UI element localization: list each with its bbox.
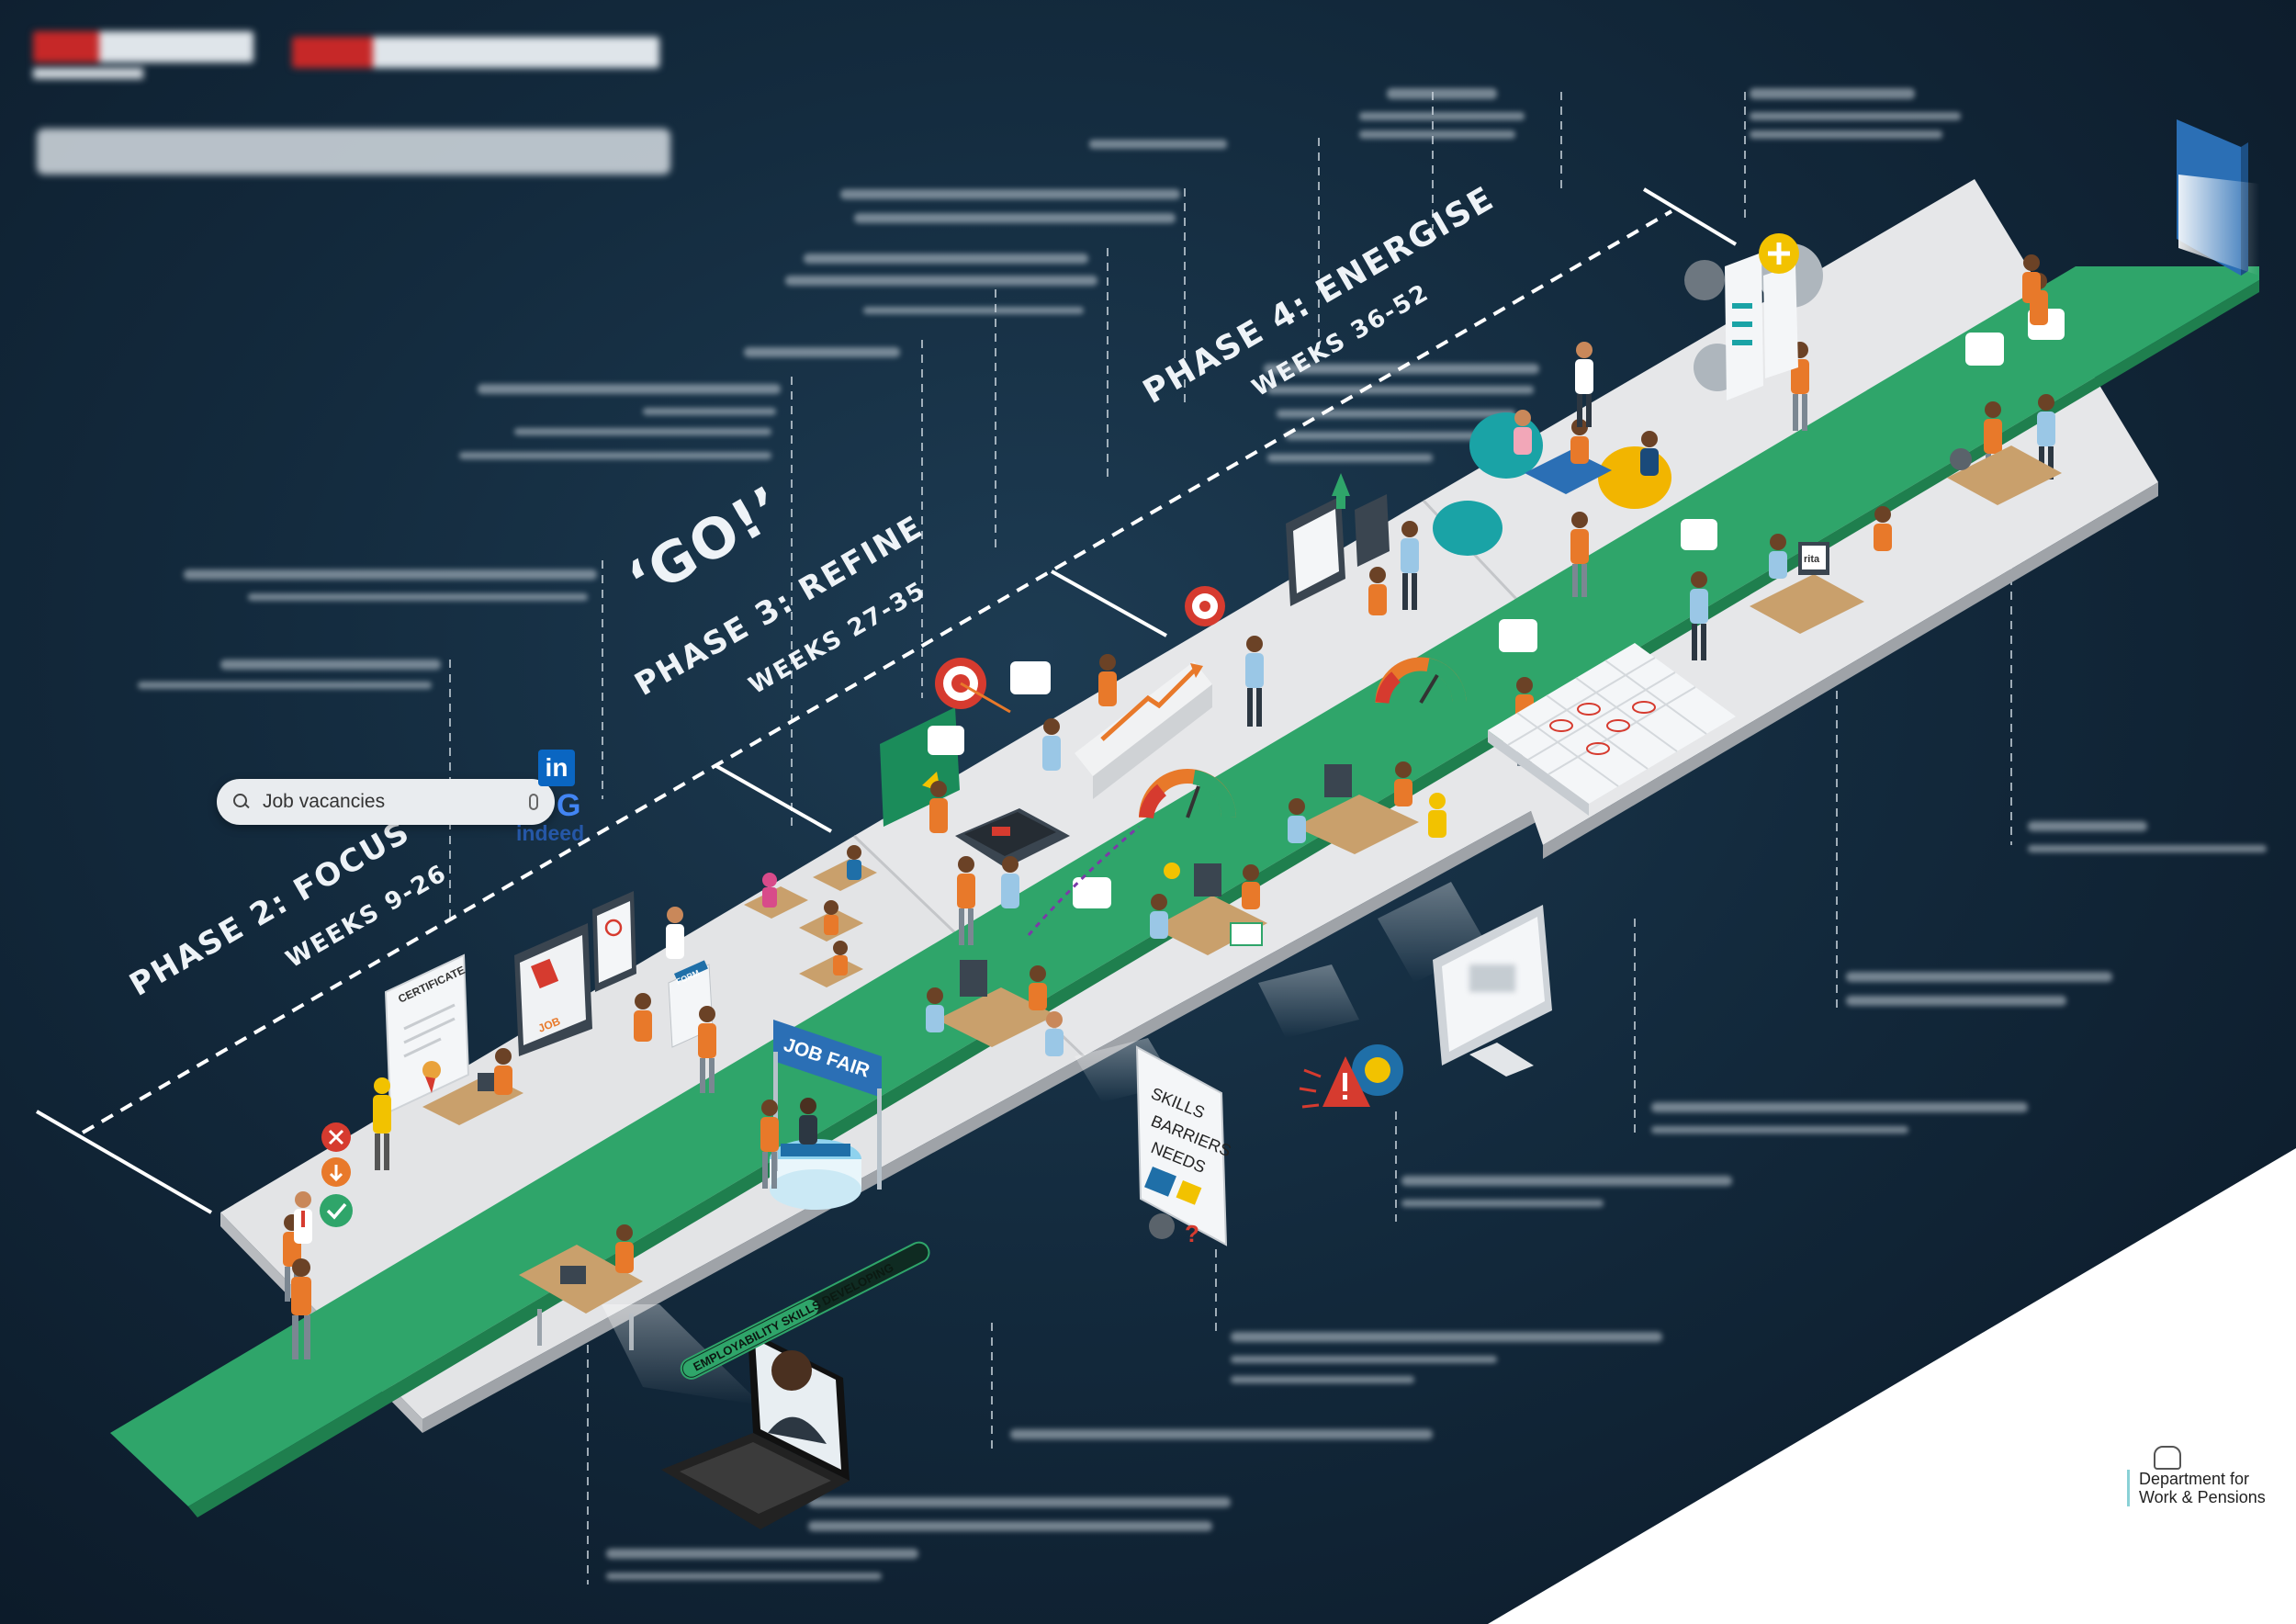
speech-bubble-icon bbox=[1965, 333, 2004, 366]
dwp-logo: Department for Work & Pensions bbox=[2127, 1446, 2277, 1506]
staircase bbox=[1075, 586, 1225, 799]
phase-timeline bbox=[35, 187, 1738, 1214]
people-phase3 bbox=[929, 636, 1264, 945]
lounge-area bbox=[1433, 342, 1671, 597]
desk-workstation-6 bbox=[1947, 445, 2062, 505]
avatar bbox=[771, 1350, 812, 1391]
calendar bbox=[1488, 643, 1736, 816]
arrow-up-icon bbox=[1332, 473, 1350, 496]
rita-screen: rita bbox=[1804, 554, 1820, 565]
certificate-seal-icon bbox=[422, 1061, 441, 1079]
linkedin-icon: in bbox=[538, 750, 575, 786]
laptop-video-call bbox=[661, 1330, 850, 1529]
lightbulb-icon bbox=[1164, 863, 1180, 879]
progress-fill bbox=[682, 1299, 818, 1377]
leader-lines bbox=[449, 92, 2012, 1585]
job-board-screens: JOB bbox=[514, 891, 636, 1056]
classroom-desks bbox=[744, 845, 877, 987]
speech-bubble-icon bbox=[1681, 519, 1717, 550]
exit-door bbox=[2177, 119, 2259, 276]
growth-board bbox=[1286, 473, 1390, 606]
no-sign-icon bbox=[604, 919, 623, 937]
desk-workstation-3 bbox=[1150, 863, 1267, 955]
gear-icon bbox=[1149, 1213, 1175, 1239]
check-badge-icon bbox=[1230, 922, 1263, 946]
speech-bubble-icon bbox=[928, 726, 964, 755]
header-logos bbox=[33, 31, 253, 79]
beam-alert bbox=[1258, 964, 1359, 1038]
microphone-icon[interactable] bbox=[529, 794, 538, 810]
gauge-phase3 bbox=[1139, 769, 1236, 879]
annotation-blocks bbox=[138, 88, 2267, 1580]
speech-bubble-icon bbox=[1499, 619, 1537, 652]
header-logo-secondary bbox=[292, 37, 659, 68]
check-icon bbox=[320, 1194, 353, 1227]
floating-monitor bbox=[1433, 905, 1552, 1077]
journey-path bbox=[110, 266, 2259, 1506]
header-title bbox=[37, 129, 670, 175]
question-icon: ? bbox=[1185, 1220, 1199, 1247]
clock-icon bbox=[1684, 260, 1725, 300]
cv-board bbox=[1684, 233, 1823, 400]
puzzle-icon bbox=[1144, 1167, 1176, 1197]
alert-gears bbox=[1299, 1044, 1403, 1109]
crest-icon bbox=[2154, 1446, 2181, 1470]
certificate-board: CERTIFICATE bbox=[384, 953, 470, 1113]
decision-icons bbox=[320, 1122, 353, 1227]
beam-laptop bbox=[602, 1304, 762, 1405]
speech-bubble-icon bbox=[1073, 877, 1111, 908]
calculator-desk bbox=[955, 808, 1070, 868]
google-icon: G bbox=[557, 788, 581, 823]
indeed-logo: indeed bbox=[516, 821, 585, 845]
meeting-table bbox=[926, 960, 1064, 1056]
gauge-phase4 bbox=[1375, 657, 1467, 705]
speech-bubble-icon bbox=[1010, 661, 1051, 694]
desk-workstation-5: rita bbox=[1750, 506, 1892, 634]
desk-workstation-4 bbox=[1288, 761, 1446, 854]
desk-workstation-1 bbox=[373, 1048, 523, 1170]
dotted-link bbox=[1027, 825, 1140, 936]
search-icon bbox=[233, 794, 250, 810]
search-input[interactable]: Job vacancies bbox=[263, 791, 386, 812]
dwp-name: Department for Work & Pensions bbox=[2139, 1470, 2266, 1506]
person-start bbox=[291, 1258, 311, 1359]
job-search-bar[interactable]: Job vacancies bbox=[217, 779, 555, 825]
assessment-card: SKILLS BARRIERS NEEDS ? bbox=[1135, 1045, 1233, 1247]
corner-white-shape bbox=[1488, 1148, 2296, 1624]
